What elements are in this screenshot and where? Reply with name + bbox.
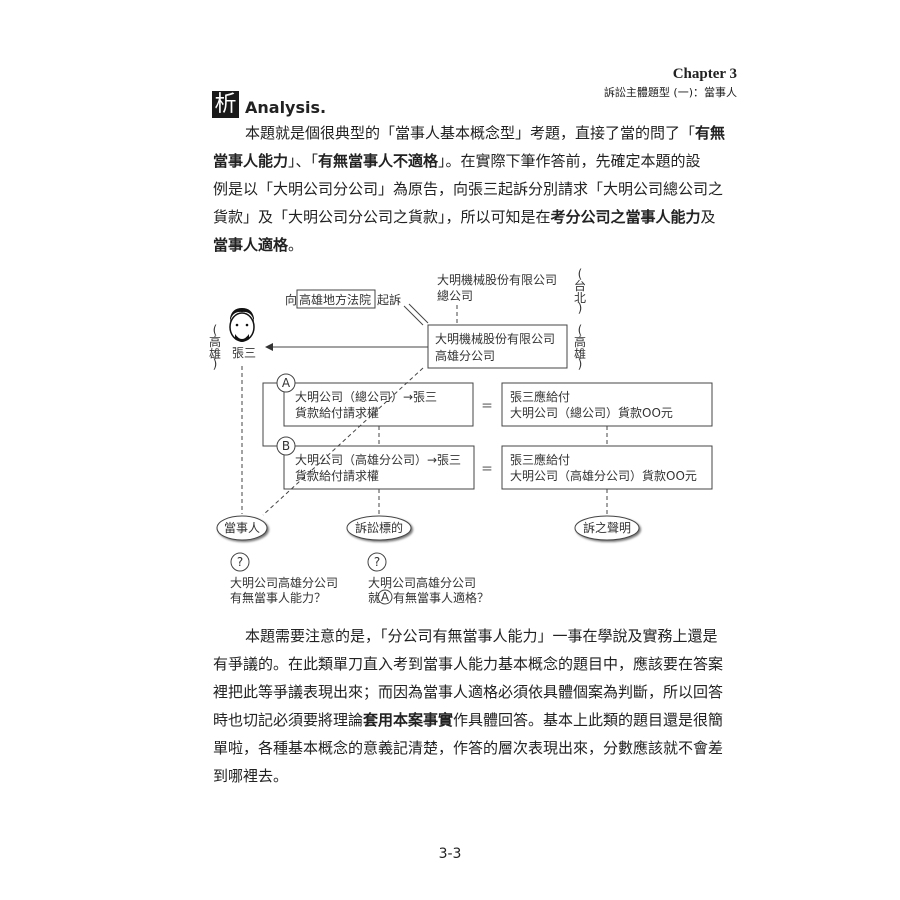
- marker-circle-a-inline: [377, 589, 393, 605]
- connector-line: [408, 303, 429, 324]
- defendant-location: 高: [209, 334, 221, 349]
- paragraph-line: 本題就是個很典型的「當事人基本概念型」考題，直接了當的問了「有無: [213, 119, 725, 147]
- claim-a-line1: 大明公司（總公司）→張三: [295, 389, 437, 404]
- analysis-icon: 析: [212, 91, 239, 118]
- equals-sign: ＝: [481, 399, 493, 413]
- question-2-marker: A: [381, 590, 390, 604]
- analysis-paragraph-1: 本題就是個很典型的「當事人基本概念型」考題，直接了當的問了「有無當事人能力」、「…: [213, 119, 725, 259]
- court-suffix: 起訴: [377, 292, 401, 307]
- emphasis-text: 套用本案事實: [363, 711, 454, 729]
- relief-ellipse: [574, 515, 640, 541]
- question-1-line1: 大明公司高雄分公司: [230, 575, 338, 590]
- person-face-icon: [229, 308, 255, 342]
- dashed-line: [262, 367, 424, 516]
- body-text: 及: [700, 208, 716, 226]
- question-circle: [367, 552, 387, 572]
- branch-location: (: [578, 323, 583, 337]
- analysis-paragraph-2: 本題需要注意的是，「分公司有無當事人能力」一事在學說及實務上還是有爭議的。在此類…: [213, 622, 723, 790]
- chapter-heading: Chapter 3: [672, 66, 737, 82]
- question-1-line2: 有無當事人能力？: [230, 590, 326, 605]
- body-text: 」。在實際下筆作答前，先確定本題的設: [438, 152, 701, 170]
- claim-b-line1: 大明公司（高雄分公司）→張三: [295, 452, 461, 467]
- paragraph-line: 時也切記必須要將理論套用本案事實作具體回答。基本上此類的題目還是很簡: [213, 706, 723, 734]
- body-text: 作具體回答。基本上此類的題目還是很簡: [453, 711, 724, 729]
- body-text: 」、「: [288, 152, 319, 170]
- paragraph-line: 到哪裡去。: [213, 762, 663, 790]
- body-text: 本題就是個很典型的「當事人基本概念型」考題，直接了當的問了「: [245, 124, 696, 142]
- emphasis-text: 考分公司之當事人能力: [550, 208, 701, 226]
- party-label: 當事人: [224, 521, 260, 535]
- court-name: 高雄地方法院: [299, 292, 371, 307]
- branch-location: 高: [574, 334, 586, 349]
- marker-b: B: [282, 439, 290, 453]
- body-text: 本題需要注意的是，「分公司有無當事人能力」一事在學說及實務上還是: [245, 627, 718, 645]
- hq-location: (: [578, 267, 583, 281]
- paragraph-line: 當事人適格。: [213, 231, 663, 259]
- branch-location: 雄: [574, 346, 586, 361]
- paragraph-line: 單啦，各種基本概念的意義記清楚，作答的層次表現出來，分數應該就不會差: [213, 734, 723, 762]
- body-text: 例是以「大明公司分公司」為原告，向張三起訴分別請求「大明公司總公司之: [213, 180, 724, 198]
- party-ellipse: [216, 515, 268, 541]
- paragraph-line: 本題需要注意的是，「分公司有無當事人能力」一事在學說及實務上還是: [213, 622, 718, 650]
- hq-location: 北: [574, 291, 586, 305]
- hq-location: ): [578, 301, 583, 315]
- relief-a-line2: 大明公司（總公司）貨款OO元: [510, 405, 673, 420]
- body-text: 時也切記必須要將理論: [213, 711, 364, 729]
- paragraph-line: 貨款」及「大明公司分公司之貨款」，所以可知是在考分公司之當事人能力及: [213, 203, 716, 231]
- question-circle: [230, 552, 250, 572]
- emphasis-text: 有無當事人不適格: [318, 152, 439, 170]
- court-box: [296, 289, 376, 309]
- relief-b-line2: 大明公司（高雄分公司）貨款OO元: [510, 468, 697, 483]
- marker-circle-a: [276, 373, 296, 393]
- question-2-line1: 大明公司高雄分公司: [368, 575, 476, 590]
- connector-line: [403, 305, 424, 326]
- hq-location: 台: [574, 278, 586, 293]
- body-text: 有爭議的。在此類單刀直入考到當事人能力基本概念的題目中，應該要在答案: [213, 655, 724, 673]
- question-mark: ?: [374, 555, 380, 569]
- branch-name: 大明機械股份有限公司: [435, 331, 555, 346]
- relief-b-line1: 張三應給付: [510, 452, 570, 467]
- emphasis-text: 有無: [695, 124, 726, 142]
- subject-label: 訴訟標的: [355, 520, 403, 535]
- paragraph-line: 裡把此等爭議表現出來；而因為當事人適格必須依具體個案為判斷，所以回答: [213, 678, 723, 706]
- hq-type: 總公司: [437, 288, 473, 303]
- body-text: 裡把此等爭議表現出來；而因為當事人適格必須依具體個案為判斷，所以回答: [213, 683, 724, 701]
- page-number: 3-3: [438, 846, 462, 862]
- court-prefix: 向: [285, 292, 297, 307]
- chapter-subtitle: 訴訟主體題型 (一)：當事人: [603, 86, 737, 99]
- equals-sign: ＝: [481, 462, 493, 476]
- question-2-line2-pre: 就: [368, 591, 380, 605]
- question-mark: ?: [237, 555, 243, 569]
- subject-ellipse: [346, 515, 412, 541]
- paragraph-line: 有爭議的。在此類單刀直入考到當事人能力基本概念的題目中，應該要在答案: [213, 650, 723, 678]
- claim-b-line2: 貨款給付請求權: [295, 468, 379, 483]
- branch-type: 高雄分公司: [435, 348, 495, 363]
- defendant-location: (: [213, 323, 218, 337]
- marker-a: A: [282, 376, 291, 390]
- relief-label: 訴之聲明: [583, 520, 631, 535]
- body-text: 貨款」及「大明公司分公司之貨款」，所以可知是在: [213, 208, 551, 226]
- paragraph-line: 當事人能力」、「有無當事人不適格」。在實際下筆作答前，先確定本題的設: [213, 147, 701, 175]
- claim-a-line2: 貨款給付請求權: [295, 405, 379, 420]
- paragraph-line: 例是以「大明公司分公司」為原告，向張三起訴分別請求「大明公司總公司之: [213, 175, 723, 203]
- defendant-location: ): [213, 357, 218, 371]
- question-2-line2-post: 有無當事人適格？: [393, 590, 489, 605]
- emphasis-text: 當事人適格: [213, 236, 289, 254]
- body-text: 到哪裡去。: [213, 767, 289, 785]
- defendant-name: 張三: [232, 346, 256, 360]
- branch-location: ): [578, 357, 583, 371]
- body-text: 單啦，各種基本概念的意義記清楚，作答的層次表現出來，分數應該就不會差: [213, 739, 724, 757]
- marker-circle-b: [276, 436, 296, 456]
- section-title: Analysis.: [245, 98, 327, 117]
- emphasis-text: 當事人能力: [213, 152, 289, 170]
- body-text: 。: [288, 236, 304, 254]
- defendant-location: 雄: [209, 346, 221, 361]
- hq-name: 大明機械股份有限公司: [437, 272, 557, 287]
- relief-a-line1: 張三應給付: [510, 389, 570, 404]
- claim-bracket: [262, 382, 277, 447]
